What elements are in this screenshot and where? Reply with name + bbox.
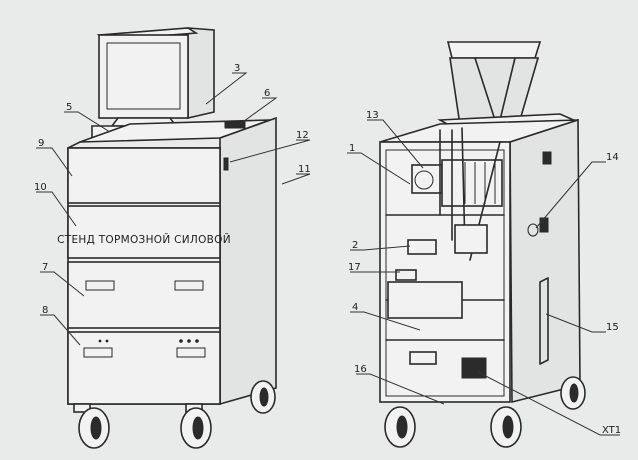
drawer-lower [67,331,221,405]
power-unit [387,281,463,319]
front-side-socket [223,157,229,171]
nameplate-text: СТЕНД ТОРМОЗНОЙ СИЛОВОЙ [57,233,231,246]
callout-6: 6 [264,88,270,99]
callout-4: 4 [352,302,358,313]
drawer-upper-handle-right [174,280,204,291]
callout-7: 7 [42,262,48,273]
rear-casters [384,376,586,448]
callout-labels: 3 5 6 9 10 12 11 7 8 1 13 14 2 17 4 15 1… [34,63,621,436]
callout-14: 14 [606,152,619,163]
callout-13: 13 [366,110,379,121]
terminal-box [454,224,488,254]
front-casters [73,380,276,449]
callout-12: 12 [296,130,309,141]
callout-11: 11 [298,164,311,175]
callout-10: 10 [34,182,47,193]
front-cabinet: СТЕНД ТОРМОЗНОЙ СИЛОВОЙ [57,27,277,449]
callout-15: 15 [606,322,619,333]
connector-xt1 [461,357,487,379]
callout-5: 5 [66,102,72,113]
rear-monitor [437,41,579,131]
callout-2: 2 [352,240,358,251]
drawer-upper-handle-left [85,280,115,291]
rear-cabinet [379,41,586,448]
drawer-lower-handle-left [83,347,113,358]
panel-nameplate [67,205,221,259]
callout-16: 16 [354,364,367,375]
callout-9: 9 [38,138,44,149]
drawer-lower-handle-right [176,347,206,358]
callout-8: 8 [42,305,48,316]
drawer-upper [67,261,221,329]
leader-lines [36,72,620,436]
panel-upper [67,147,221,204]
callout-17: 17 [348,262,361,273]
callout-3: 3 [234,63,240,74]
front-top-switch [224,121,246,129]
callout-xt1: XT1 [602,425,621,436]
callout-1: 1 [349,143,355,154]
relay-block [407,239,437,255]
